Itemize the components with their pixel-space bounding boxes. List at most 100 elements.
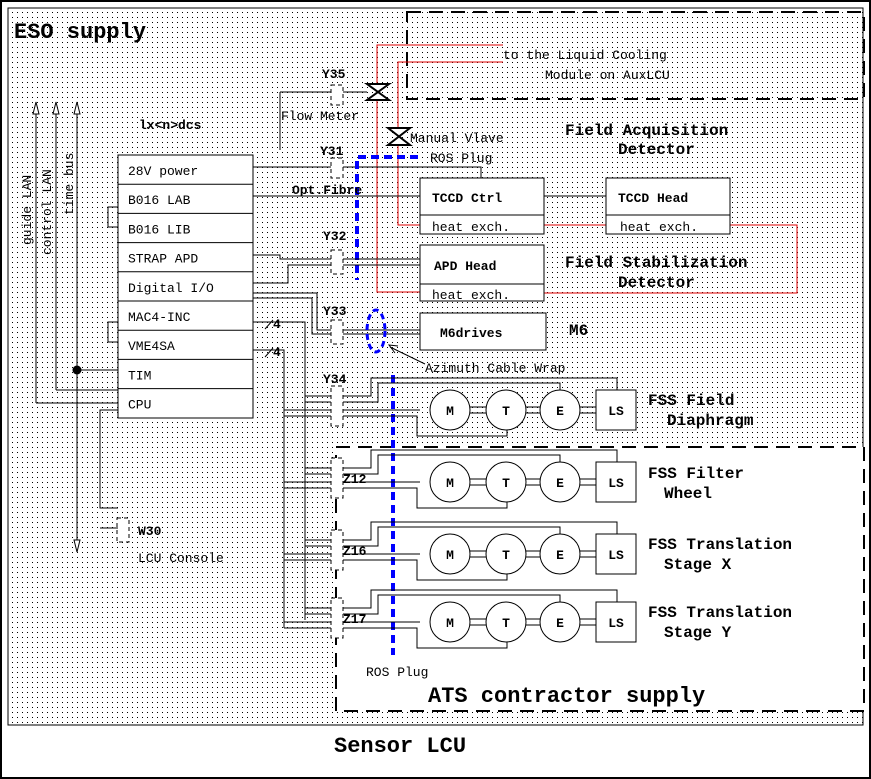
tccd-head-heat-exch: heat exch. [620,220,698,235]
stage-label-1a: FSS Field [648,392,734,410]
stage-label-2b: Wheel [664,485,712,503]
connector-z12-label: Z12 [343,472,367,487]
connector-w30-label: W30 [138,524,162,539]
motor-chain-e-label: E [556,476,564,491]
rack-slot-label: TIM [128,368,151,383]
rack-slot-label: B016 LIB [128,222,191,237]
motor-chain-t-label: T [502,548,510,563]
bus-label-guide-lan: guide LAN [20,175,35,245]
rack-slot-label: MAC4-INC [128,310,191,325]
cooling-label-1: to the Liquid Cooling [503,48,667,63]
stage-connector [330,385,344,427]
opt-fibre-label: Opt.Fibre [292,183,362,198]
m6-label: M6 [569,322,588,340]
motor-chain-e-icon [539,461,581,503]
arrow-down-icon [73,539,81,553]
connector-z17-label: Z17 [343,612,366,627]
limit-switch-box [595,601,637,643]
tccd-ctrl-label: TCCD Ctrl [432,191,502,206]
limit-switch-label: LS [608,476,624,491]
connector-y35-label: Y35 [322,67,346,82]
rack-slot-label: B016 LAB [128,193,191,208]
stage-label-3b: Stage X [664,556,732,574]
fsd-label-1: Field Stabilization [565,254,747,272]
arrow-up-icon [52,101,60,115]
motor-chain-m-label: M [446,548,454,563]
motor-chain-t-label: T [502,476,510,491]
connector-z16-label: Z16 [343,544,367,559]
motor-chain-m-icon [429,601,471,643]
fad-label-2: Detector [618,141,695,159]
connector-y34-label: Y34 [323,372,347,387]
motor-chain-m-icon [429,461,471,503]
motor-chain-e-label: E [556,404,564,419]
motor-chain-t-icon [485,601,527,643]
bus-width-label-mac4: 4 [273,317,281,332]
bus-width-label-vme4sa: 4 [273,345,281,360]
motor-chain-t-icon [485,389,527,431]
limit-switch-box [595,533,637,575]
motor-chain-m-label: M [446,616,454,631]
limit-switch-box [595,461,637,503]
motor-stage-1: M T E LS [284,377,637,437]
fsd-label-2: Detector [618,274,695,292]
rack-slot-label: VME4SA [128,339,175,354]
stage-label-4b: Stage Y [664,624,732,642]
motor-chain-e-icon [539,389,581,431]
eso-supply-title: ESO supply [14,20,146,45]
stage-connector [330,529,344,571]
connector-y33-label: Y33 [323,304,347,319]
bus-lines [32,101,118,553]
connector-y35 [330,84,344,106]
connector-w30 [116,517,130,543]
motor-chain-m-icon [429,533,471,575]
manual-valve-label: Manual Vlave [410,131,504,146]
bus-label-time-bus: time bus [62,153,77,215]
tccd-ctrl-box [419,177,545,235]
connector-y32 [330,249,344,275]
limit-switch-label: LS [608,404,624,419]
fad-label-1: Field Acquisition [565,122,728,140]
motor-chain-t-label: T [502,616,510,631]
ros-plug-line-top [355,155,418,280]
arrow-up-icon [32,101,40,115]
limit-switch-box [595,389,637,431]
lcu-console-label: LCU Console [138,551,224,566]
ros-plug-top-label: ROS Plug [430,151,492,166]
motor-chain-e-icon [539,533,581,575]
apd-head-heat-exch: heat exch. [432,288,510,303]
connector-y31-label: Y31 [320,144,344,159]
host-label: lx<n>dcs [139,118,202,133]
connector-y33 [330,319,344,345]
motor-chain-t-label: T [502,404,510,419]
tccd-head-box [605,177,731,235]
manual-valve-icon [385,127,413,146]
motor-chain-m-icon [429,389,471,431]
motor-chain-e-label: E [556,616,564,631]
motor-stage-4: M T E LS [284,589,637,649]
azimuth-cable-wrap-icon [365,308,387,354]
tccd-head-label: TCCD Head [618,191,688,206]
bus-label-control-lan: control LAN [40,169,55,255]
stage-label-2a: FSS Filter [648,465,744,483]
motor-chain-e-icon [539,601,581,643]
motor-chain-t-icon [485,461,527,503]
motor-chain-m-label: M [446,404,454,419]
connector-y32-label: Y32 [323,229,347,244]
rack-slot-label: STRAP APD [128,252,198,267]
flow-meter-label: Flow Meter [281,109,359,124]
stage-connector [330,597,344,639]
apd-head-box [419,244,545,302]
azimuth-wrap-label: Azimuth Cable Wrap [425,361,565,376]
cooling-label-2: Module on AuxLCU [545,68,670,83]
limit-switch-label: LS [608,616,624,631]
stage-label-1b: Diaphragm [667,412,754,430]
sensor-lcu-title: Sensor LCU [334,734,466,759]
limit-switch-label: LS [608,548,624,563]
arrow-up-icon [73,101,81,115]
flow-valve-icon [363,83,393,101]
